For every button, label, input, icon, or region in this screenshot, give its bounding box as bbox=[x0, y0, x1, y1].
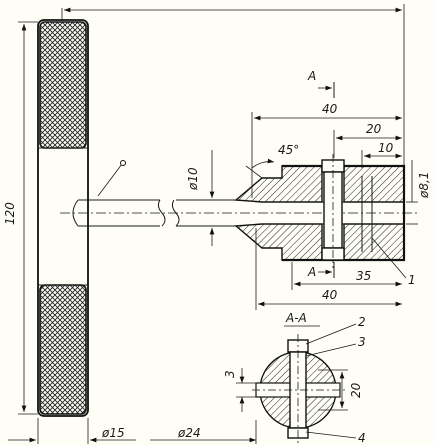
label-rod-dia: ø10 bbox=[186, 167, 200, 191]
label-callout-4: 4 bbox=[358, 431, 366, 445]
knurl-bottom bbox=[39, 284, 87, 415]
dim-head-dia: ø24 bbox=[150, 420, 257, 444]
section-mark-bottom: A bbox=[307, 262, 335, 279]
label-3: 3 bbox=[223, 370, 237, 378]
label-40-bottom: 40 bbox=[322, 288, 338, 302]
dim-3: 3 bbox=[223, 368, 256, 412]
label-section-title: A-A bbox=[285, 311, 307, 325]
dim-40-bottom: 40 bbox=[255, 228, 402, 310]
label-handle-dia: ø15 bbox=[101, 426, 125, 440]
label-pin-dia: ø8,1 bbox=[417, 172, 431, 199]
knurl-top bbox=[39, 21, 87, 149]
section-aa: A-A bbox=[252, 311, 346, 444]
clamp-screw bbox=[321, 154, 345, 268]
label-callout-2: 2 bbox=[358, 315, 366, 329]
label-handle-height: 120 bbox=[3, 202, 17, 225]
label-35: 35 bbox=[356, 269, 371, 283]
dim-20-section: 20 bbox=[318, 369, 363, 411]
label-angle: 45° bbox=[278, 143, 299, 157]
label-callout-1: 1 bbox=[408, 273, 416, 287]
label-10: 10 bbox=[378, 141, 394, 155]
label-20-section: 20 bbox=[349, 382, 363, 398]
dim-10: 10 bbox=[361, 141, 402, 168]
label-section-bottom: A bbox=[307, 265, 316, 279]
dim-handle-dia: ø15 bbox=[8, 418, 136, 444]
label-20: 20 bbox=[366, 122, 382, 136]
weld-leader bbox=[97, 160, 126, 197]
dim-40-top: 40 bbox=[251, 102, 402, 198]
label-40-top: 40 bbox=[322, 102, 338, 116]
callout-1: 1 bbox=[371, 237, 416, 287]
dim-20: 20 bbox=[333, 122, 402, 158]
handle-bar bbox=[37, 19, 89, 417]
callouts-section: 2 3 4 bbox=[305, 315, 366, 445]
section-mark-top: A bbox=[307, 69, 335, 98]
label-callout-3: 3 bbox=[358, 335, 366, 349]
label-section-top: A bbox=[307, 69, 316, 83]
dim-35: 35 bbox=[291, 262, 402, 290]
dim-pin-dia: ø8,1 bbox=[406, 160, 431, 225]
head bbox=[234, 164, 406, 262]
dim-rod-dia: ø10 bbox=[186, 150, 215, 246]
rod bbox=[60, 199, 420, 227]
label-head-dia: ø24 bbox=[177, 426, 201, 440]
dim-angle: 45° bbox=[245, 143, 299, 179]
dim-overall-length bbox=[61, 4, 405, 195]
dim-handle-height: 120 bbox=[3, 21, 38, 415]
